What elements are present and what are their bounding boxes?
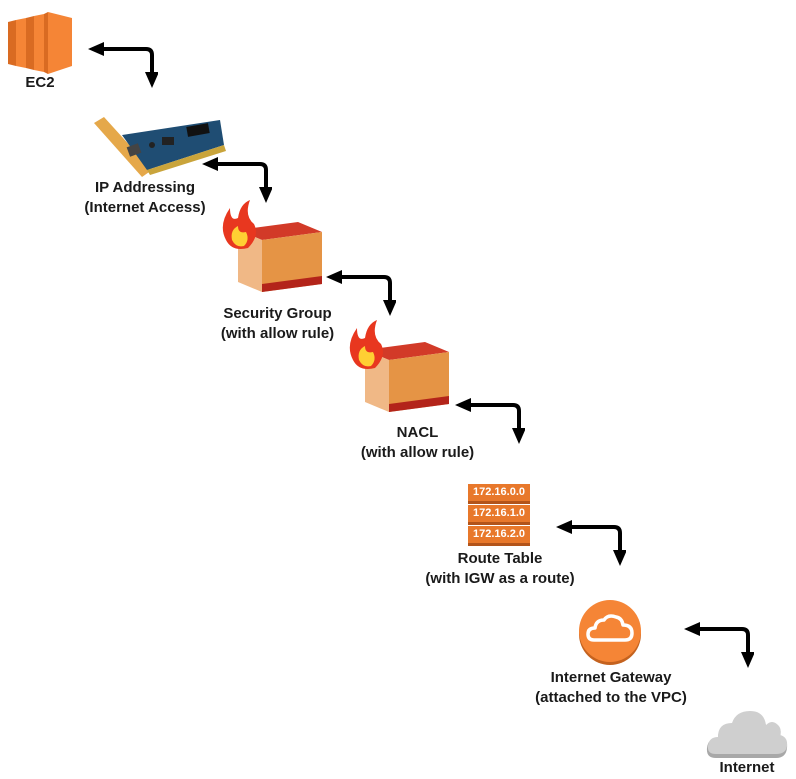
ip-node xyxy=(92,115,227,180)
connection-arrow-igw-internet xyxy=(684,620,754,670)
connection-arrow-rt-igw xyxy=(556,518,626,568)
sg-node xyxy=(218,200,328,295)
rt-node: 172.16.0.0 172.16.1.0 172.16.2.0 xyxy=(468,484,532,546)
ec2-label: EC2 xyxy=(25,74,55,91)
internet-label: Internet xyxy=(719,759,775,776)
ec2-node xyxy=(8,10,72,74)
connection-arrow-sg-nacl xyxy=(326,268,396,318)
route-entry: 172.16.1.0 xyxy=(468,505,530,525)
cloud-icon xyxy=(706,711,788,758)
igw-label: Internet Gateway (attached to the VPC) xyxy=(535,669,687,706)
network-interface-card-icon xyxy=(94,117,226,177)
route-entry: 172.16.2.0 xyxy=(468,526,530,546)
firewall-icon xyxy=(222,200,322,292)
connection-arrow-nacl-rt xyxy=(455,396,525,446)
nacl-node xyxy=(345,320,455,420)
firewall-icon xyxy=(349,320,449,412)
internet-gateway-icon xyxy=(579,600,641,665)
internet-node xyxy=(706,708,788,760)
nacl-label: NACL (with allow rule) xyxy=(360,424,475,461)
connection-arrow-ip-sg xyxy=(202,155,272,205)
route-entry: 172.16.0.0 xyxy=(468,484,530,504)
sg-label: Security Group (with allow rule) xyxy=(220,305,335,342)
ec2-instance-icon xyxy=(8,12,72,74)
igw-node xyxy=(578,600,642,666)
connection-arrow-ec2-ip xyxy=(88,40,158,90)
ip-label: IP Addressing (Internet Access) xyxy=(84,179,206,216)
rt-label: Route Table (with IGW as a route) xyxy=(425,550,575,587)
